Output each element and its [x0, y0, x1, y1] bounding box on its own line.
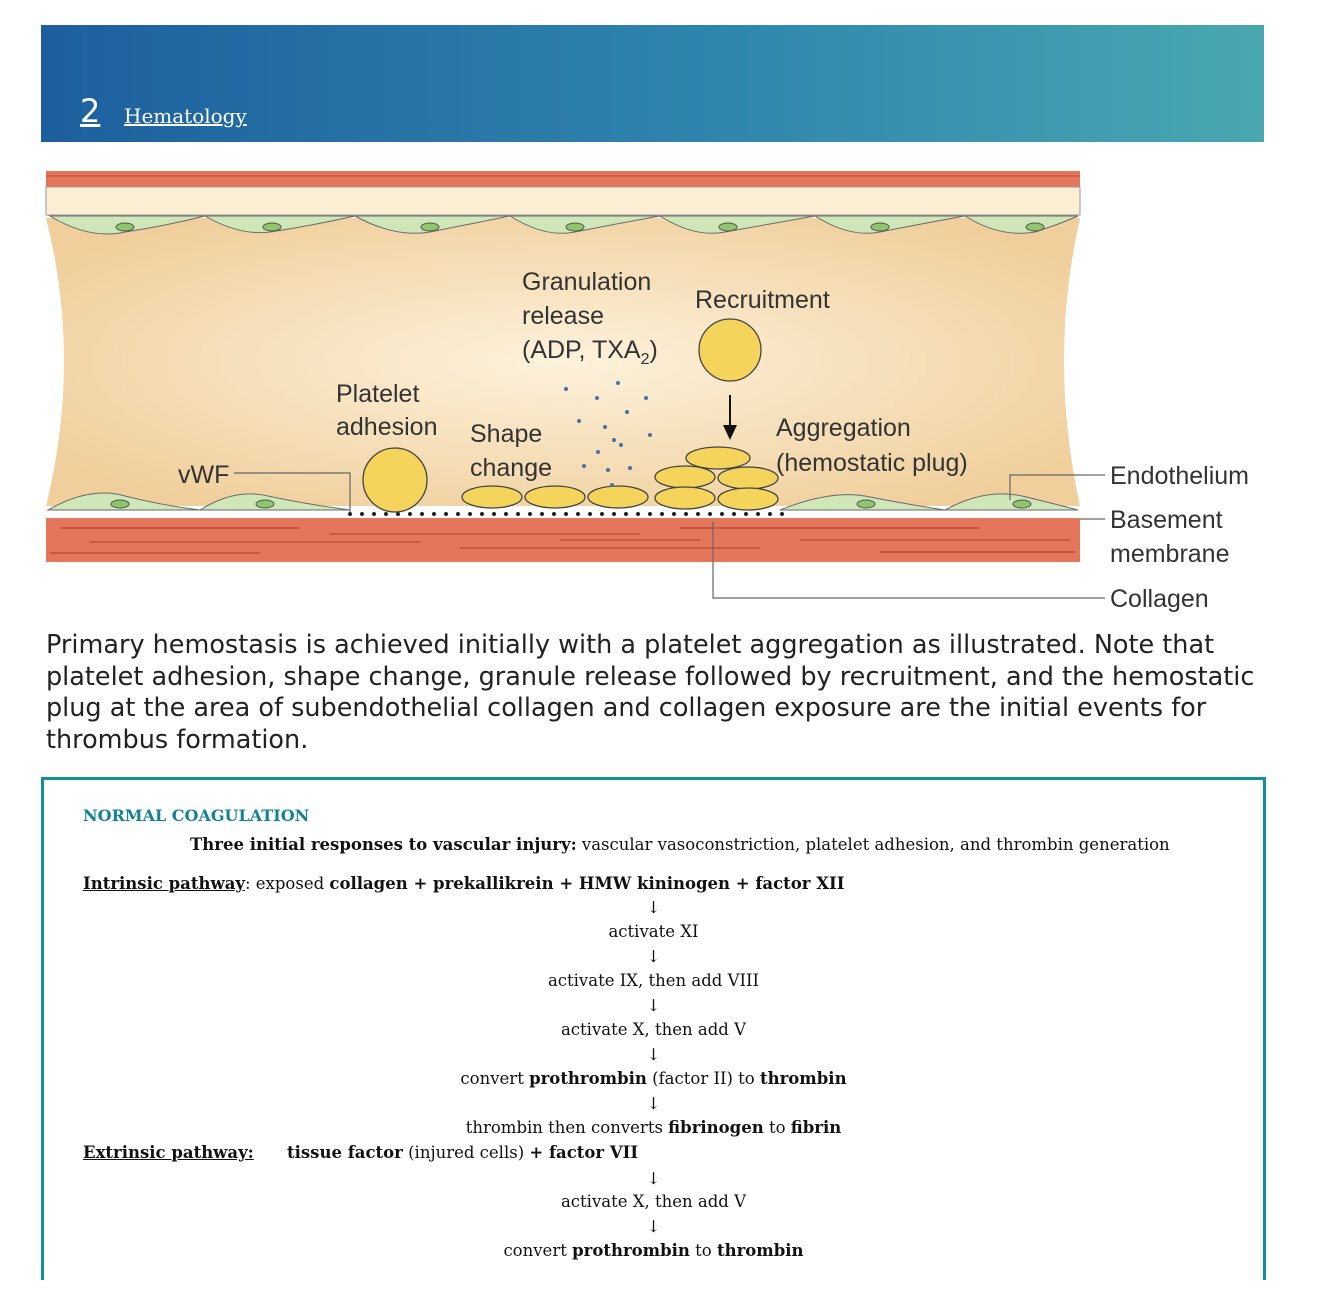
basement-membrane-label-2: membrane [1110, 540, 1230, 568]
intrinsic-pathway-line: Intrinsic pathway: exposed collagen + pr… [83, 874, 844, 893]
collagen-label: Collagen [1110, 585, 1209, 613]
intrinsic-label: Intrinsic pathway [83, 874, 245, 893]
granulation-label-2: release [522, 302, 604, 330]
hemostasis-figure: vWF Platelet adhesion Shape change Granu… [0, 160, 1334, 630]
flow-arrow: ↓ [44, 1169, 1263, 1188]
flow-step-xi: activate XI [44, 922, 1263, 941]
extrinsic-label: Extrinsic pathway: [83, 1143, 254, 1162]
collagen-layer [46, 518, 1080, 562]
vwf-label: vWF [178, 461, 229, 489]
recruitment-label: Recruitment [695, 286, 830, 314]
platelet-adhesion-label: Platelet [336, 380, 419, 408]
flow-step-prothrombin: convert prothrombin (factor II) to throm… [44, 1069, 1263, 1088]
flow-step-fibrin: thrombin then converts fibrinogen to fib… [44, 1118, 1263, 1137]
shape-change-label: Shape [470, 420, 542, 448]
chapter-number-link[interactable]: 2 [80, 92, 100, 130]
flow-arrow: ↓ [44, 1094, 1263, 1113]
extrinsic-step-x: activate X, then add V [44, 1192, 1263, 1211]
box-title: NORMAL COAGULATION [83, 806, 309, 825]
flow-arrow: ↓ [44, 898, 1263, 917]
shape-change-label-2: change [470, 454, 552, 482]
flow-step-x: activate X, then add V [44, 1020, 1263, 1039]
flow-arrow: ↓ [44, 947, 1263, 966]
flow-step-ix: activate IX, then add VIII [44, 971, 1263, 990]
flow-arrow: ↓ [44, 1045, 1263, 1064]
normal-coagulation-box: NORMAL COAGULATION Three initial respons… [41, 777, 1266, 1280]
basement-membrane-label: Basement [1110, 506, 1223, 534]
flow-arrow: ↓ [44, 1217, 1263, 1236]
chapter-title-link[interactable]: Hematology [124, 104, 247, 128]
figure-caption: Primary hemostasis is achieved initially… [46, 630, 1276, 756]
extrinsic-step-prothrombin: convert prothrombin to thrombin [44, 1241, 1263, 1260]
endothelium-label: Endothelium [1110, 462, 1249, 490]
top-vessel-wall [46, 171, 1080, 215]
basement-membrane-dots [348, 512, 784, 516]
platelet-adhesion-label-2: adhesion [336, 413, 437, 441]
responses-line: Three initial responses to vascular inju… [190, 835, 1170, 854]
granulation-label-3: (ADP, TXA2) [522, 336, 658, 368]
granulation-label: Granulation [522, 268, 651, 296]
aggregation-label-2: (hemostatic plug) [776, 449, 968, 477]
aggregation-label: Aggregation [776, 414, 911, 442]
flow-arrow: ↓ [44, 996, 1263, 1015]
extrinsic-pathway-line: tissue factor (injured cells) + factor V… [287, 1143, 638, 1162]
